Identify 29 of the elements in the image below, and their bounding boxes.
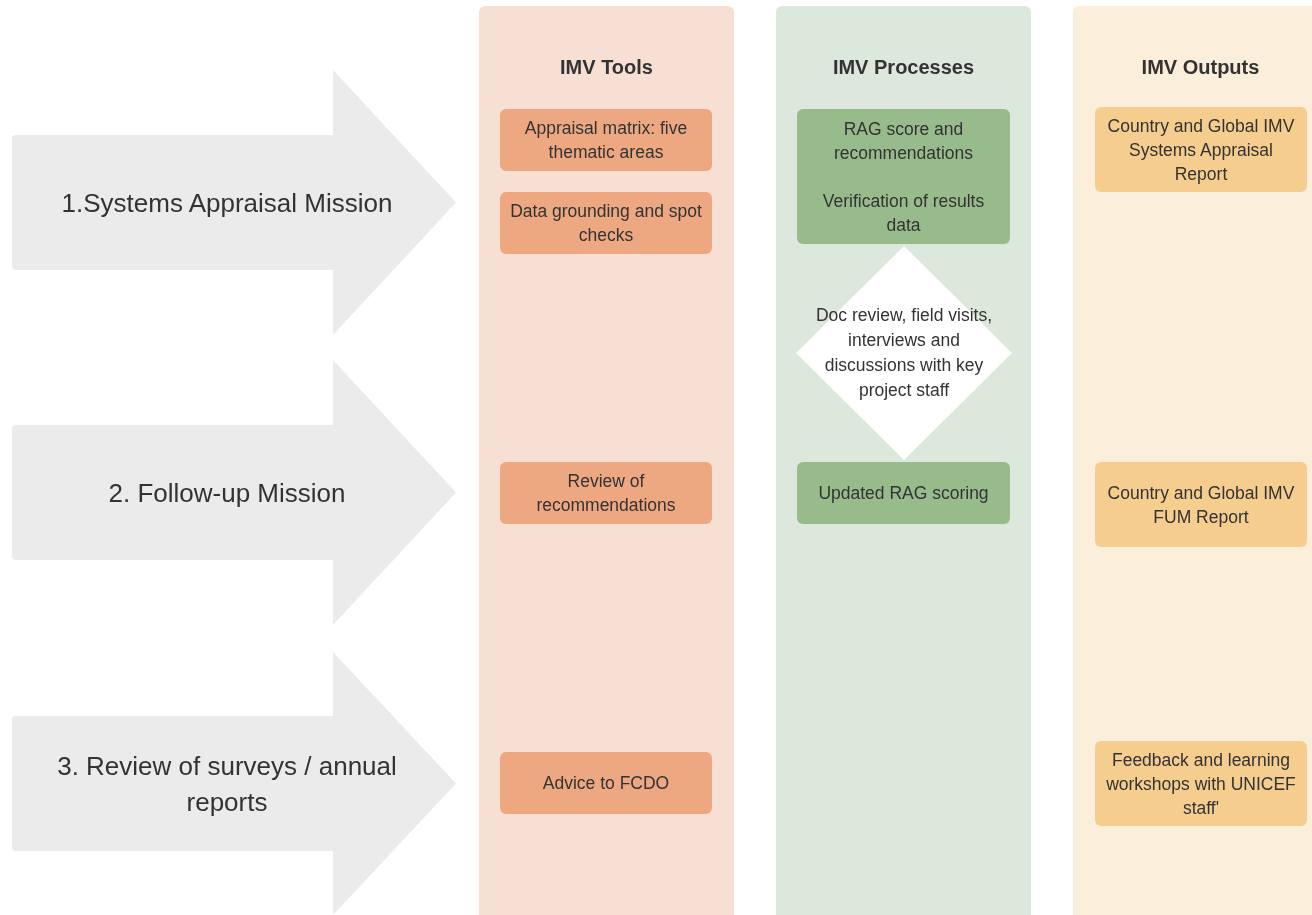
column-heading: IMV Processes xyxy=(831,56,976,79)
box-text: Data grounding and spot checks xyxy=(510,200,702,247)
stage-label: 1.Systems Appraisal Mission xyxy=(60,186,394,220)
box-text: Updated RAG scoring xyxy=(818,482,989,505)
diamond-text: Doc review, field visits, interviews and discussions with key project staff xyxy=(815,304,993,402)
box-text: Advice to FCDO xyxy=(542,772,670,795)
process-box xyxy=(500,192,712,254)
box-text: Verification of results data xyxy=(821,189,986,237)
process-box xyxy=(500,752,712,814)
process-box xyxy=(500,462,712,524)
column-band xyxy=(1073,6,1312,915)
column-band xyxy=(479,6,734,915)
box-text: Country and Global IMV FUM Report xyxy=(1106,481,1296,529)
process-box xyxy=(797,462,1010,524)
box-text: Review of recommendations xyxy=(535,470,677,517)
stage-label: 2. Follow-up Mission xyxy=(107,476,347,510)
box-text: RAG score and recommendations xyxy=(832,117,975,165)
process-box xyxy=(797,109,1010,244)
box-text: Appraisal matrix: five thematic areas xyxy=(523,117,689,164)
column-heading: IMV Outputs xyxy=(1140,56,1261,79)
process-box xyxy=(1095,741,1307,826)
box-text: Country and Global IMV Systems Appraisal Report xyxy=(1106,114,1296,186)
column-band xyxy=(776,6,1031,915)
process-box xyxy=(1095,462,1307,547)
process-box xyxy=(500,109,712,171)
process-box xyxy=(1095,107,1307,192)
column-heading: IMV Tools xyxy=(559,56,654,79)
box-text: Feedback and learning workshops with UNICEF staff' xyxy=(1105,748,1297,820)
stage-label: 3. Review of surveys / annual reports xyxy=(56,749,398,819)
